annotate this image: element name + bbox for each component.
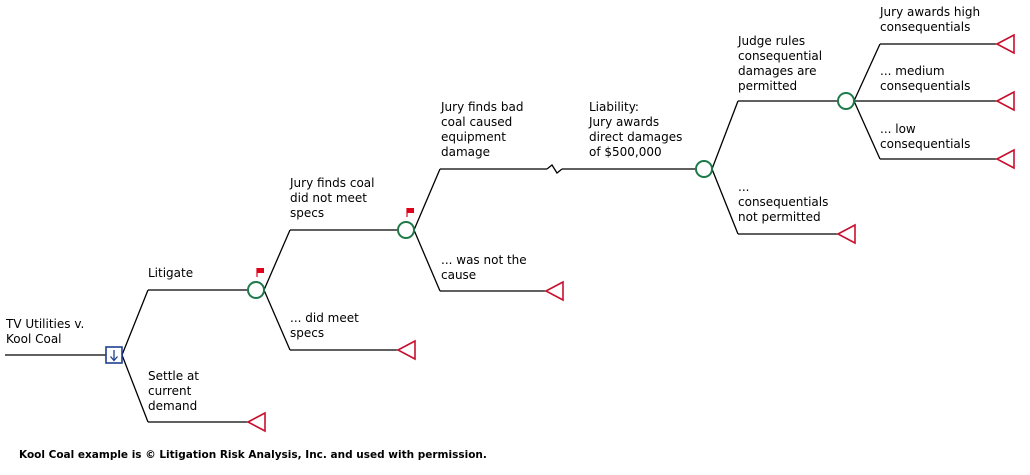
flag-cloth bbox=[257, 268, 264, 273]
branch-low-diag bbox=[853, 100, 881, 160]
branch-settle-diag bbox=[121, 354, 149, 423]
root-label: TV Utilities v.Kool Coal bbox=[5, 317, 84, 346]
terminal-coal-met bbox=[396, 339, 416, 361]
branch-litigate-diag bbox=[121, 289, 149, 356]
branch-bad-coal-diag bbox=[413, 168, 441, 231]
copyright-footer: Kool Coal example is © Litigation Risk A… bbox=[19, 449, 487, 461]
branch-not-permitted-diag bbox=[711, 168, 739, 235]
chance-node-causation bbox=[397, 221, 415, 239]
branch-high-diag bbox=[853, 43, 881, 102]
terminal-settle bbox=[246, 411, 266, 433]
flag-icon bbox=[256, 268, 264, 277]
branch-label-litigate: Litigate bbox=[148, 266, 193, 280]
break-marker bbox=[546, 164, 563, 174]
down-arrow-head bbox=[110, 356, 118, 362]
flag-icon bbox=[406, 208, 414, 217]
branch-not-cause-diag bbox=[413, 229, 441, 292]
terminal-not-permitted bbox=[836, 223, 856, 245]
terminal-high bbox=[995, 33, 1015, 55]
chance-node-specs bbox=[247, 281, 265, 299]
branch-coal-failed-diag bbox=[263, 229, 291, 291]
chance-node-amount bbox=[837, 92, 855, 110]
tree-lines bbox=[5, 43, 997, 423]
tree-nodes bbox=[105, 33, 1015, 433]
branch-permitted-diag bbox=[711, 100, 739, 170]
terminal-low bbox=[995, 148, 1015, 170]
decision-node bbox=[105, 346, 123, 364]
flag-cloth bbox=[407, 208, 414, 213]
terminal-medium bbox=[995, 90, 1015, 112]
branch-coal-met-diag bbox=[263, 289, 291, 351]
chance-node-consequentials bbox=[695, 160, 713, 178]
terminal-not-cause bbox=[544, 280, 564, 302]
